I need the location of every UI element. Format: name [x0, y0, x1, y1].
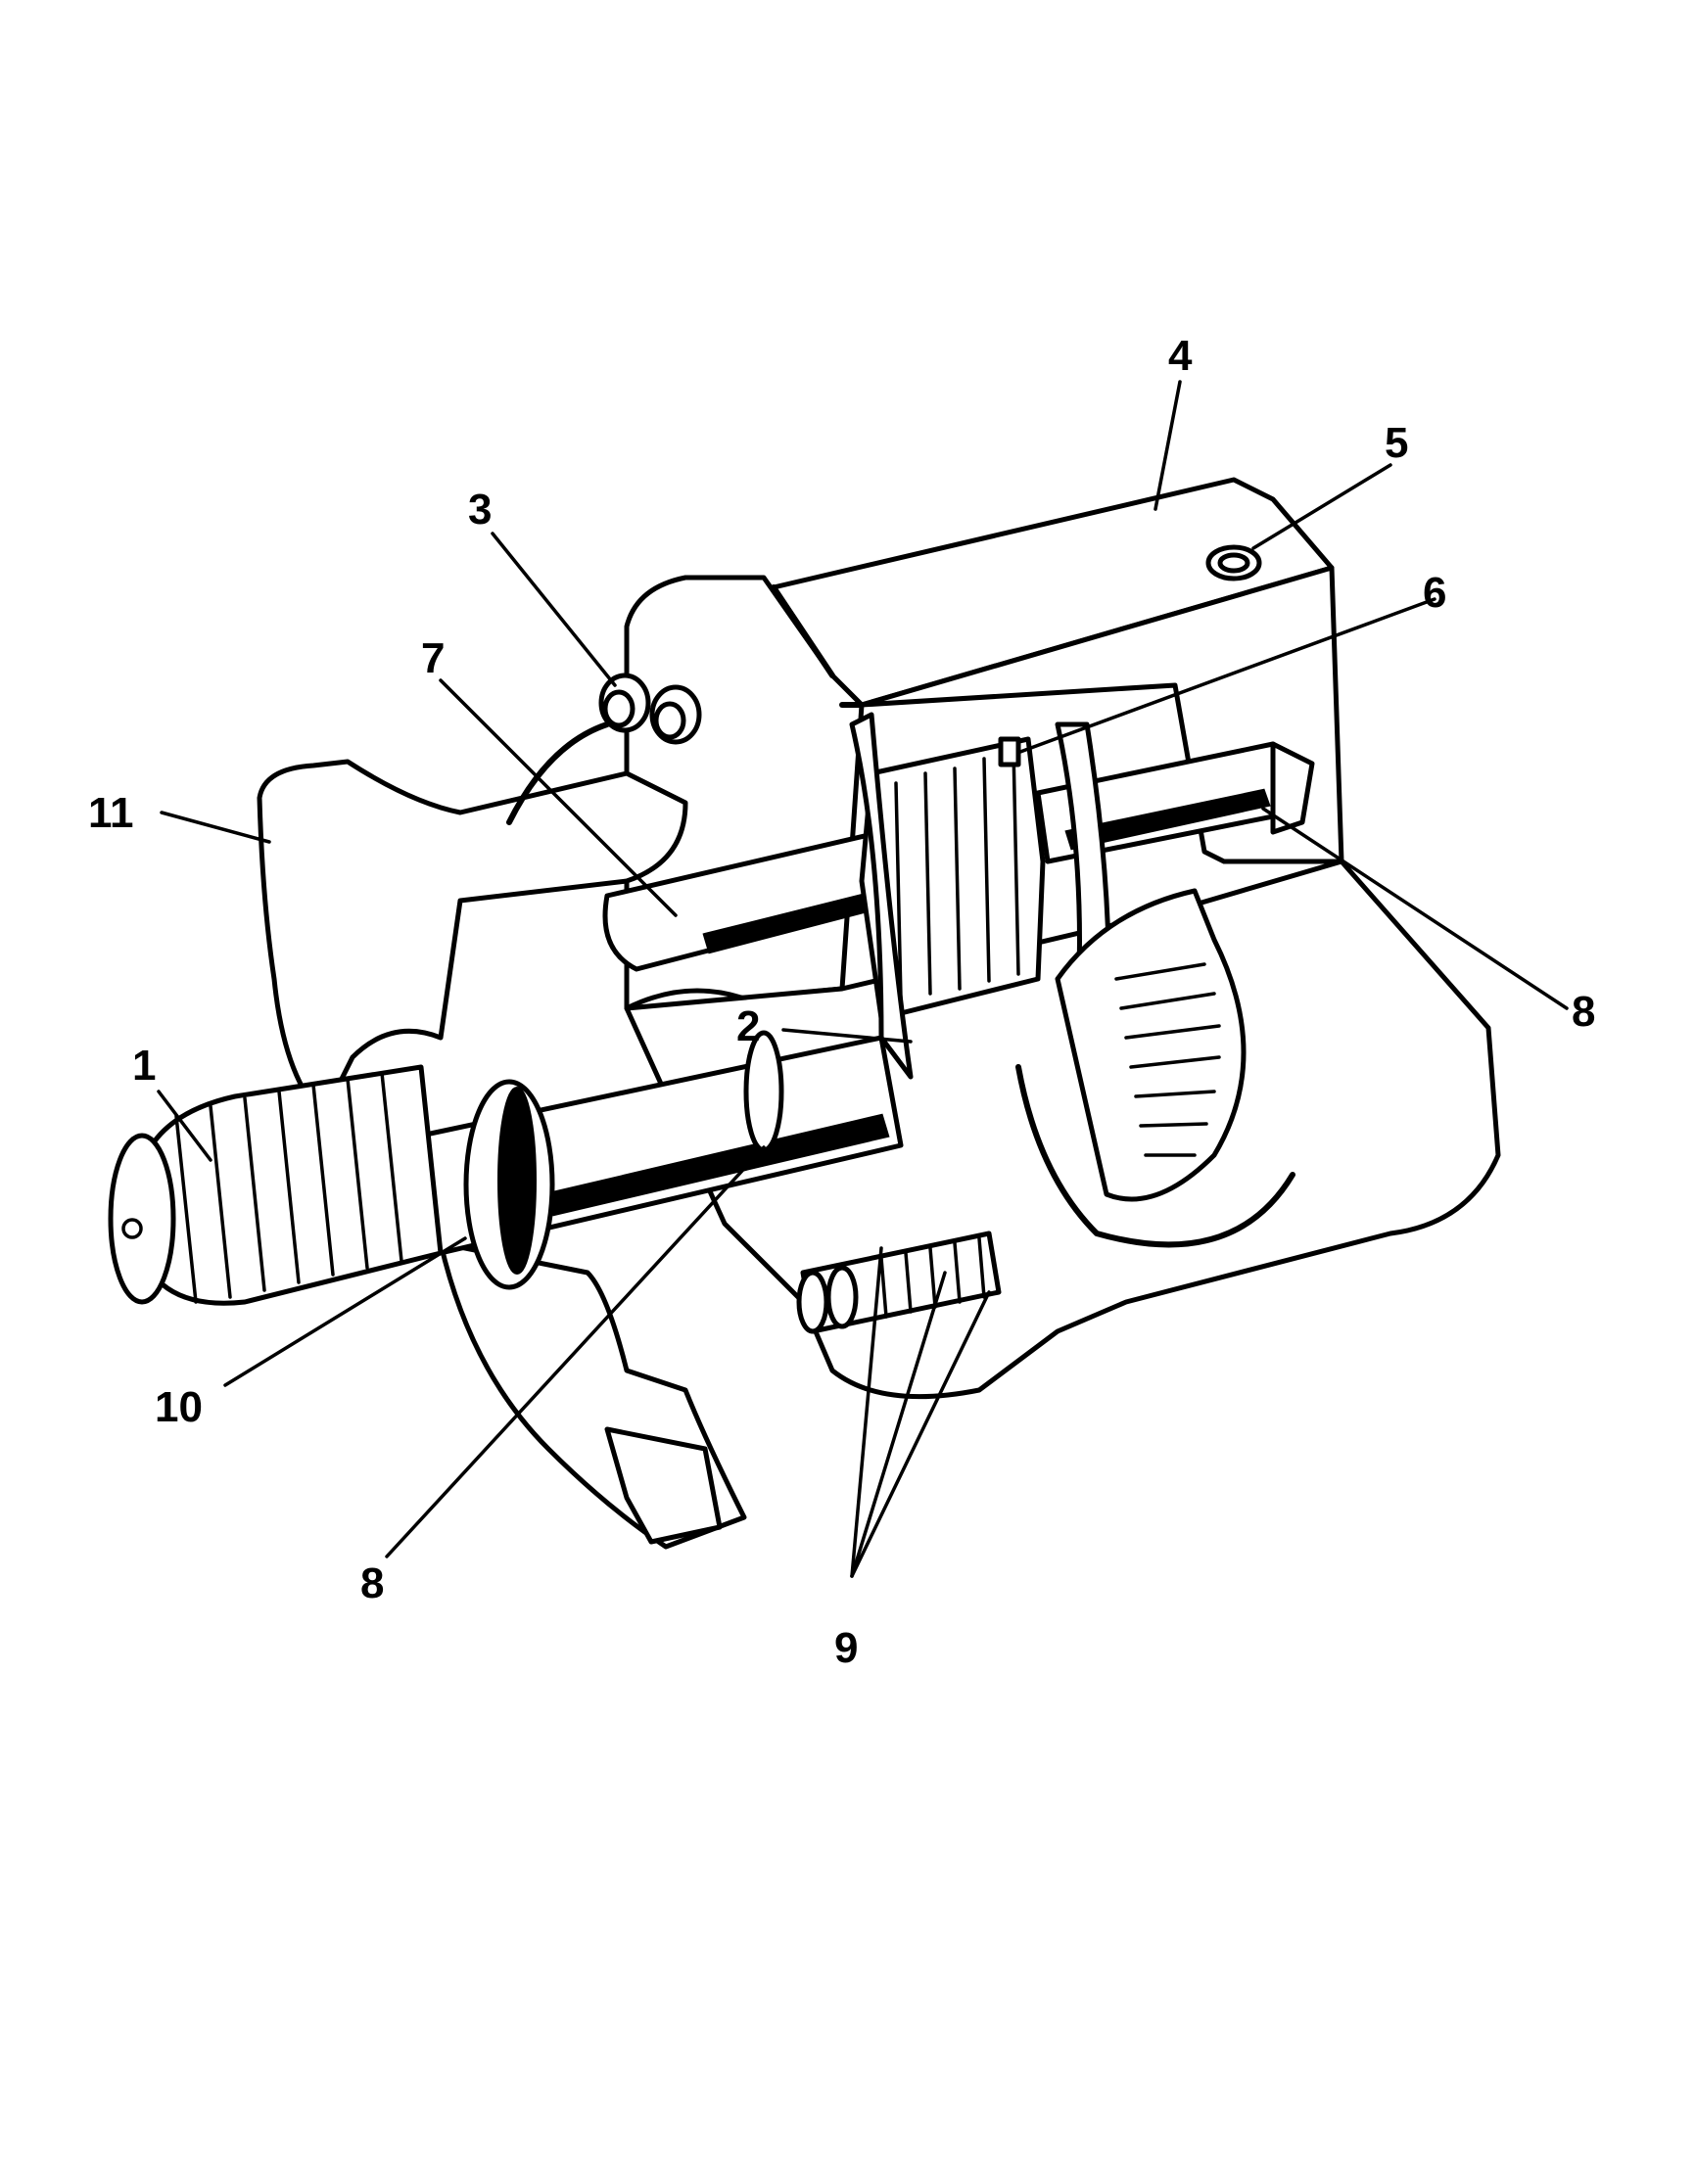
- callout-9: 9: [834, 1624, 858, 1672]
- leader-10: [223, 1236, 467, 1387]
- bolt-heads: [506, 673, 702, 825]
- callout-1: 1: [132, 1042, 156, 1090]
- outlet-port: [1055, 888, 1247, 1202]
- pressure-cavity: [1015, 888, 1295, 1248]
- spring-seal-stack: [796, 1231, 1002, 1334]
- leader-9-b: [850, 1271, 947, 1578]
- callout-2: 2: [736, 1002, 760, 1050]
- callout-labels: 1 2 3 4 5 6 7 8 8 9 10 11: [88, 332, 1595, 1672]
- callout-3: 3: [468, 486, 492, 534]
- drive-shaft-assembly: [108, 1030, 904, 1306]
- leader-11: [160, 811, 271, 844]
- leader-8-right: [1261, 807, 1569, 1010]
- shaft-end-face: [108, 1133, 176, 1305]
- callout-4: 4: [1168, 332, 1193, 380]
- upper-gear: [859, 736, 1046, 1021]
- leader-9-c: [850, 1290, 991, 1578]
- callout-8-right: 8: [1572, 988, 1595, 1036]
- front-foot: [604, 1426, 723, 1545]
- leader-1: [157, 1090, 212, 1162]
- leader-2: [781, 1028, 913, 1044]
- callout-8-left: 8: [360, 1559, 384, 1607]
- leader-7: [439, 678, 678, 917]
- port-plug: [1205, 544, 1262, 581]
- callout-11: 11: [88, 789, 134, 837]
- upper-shaft-assembly: [602, 736, 1315, 1021]
- callout-5: 5: [1385, 419, 1408, 467]
- leader-6: [1018, 597, 1436, 754]
- callout-10: 10: [155, 1383, 203, 1431]
- leader-8-left: [385, 1145, 766, 1558]
- callout-6: 6: [1423, 569, 1446, 617]
- leader-3: [491, 532, 617, 687]
- callout-7: 7: [421, 634, 445, 682]
- leader-lines: [157, 380, 1569, 1578]
- mounting-flange: [257, 759, 688, 1119]
- leader-5: [1251, 463, 1392, 550]
- leader-9-a: [850, 1246, 883, 1578]
- leader-4: [1154, 380, 1182, 511]
